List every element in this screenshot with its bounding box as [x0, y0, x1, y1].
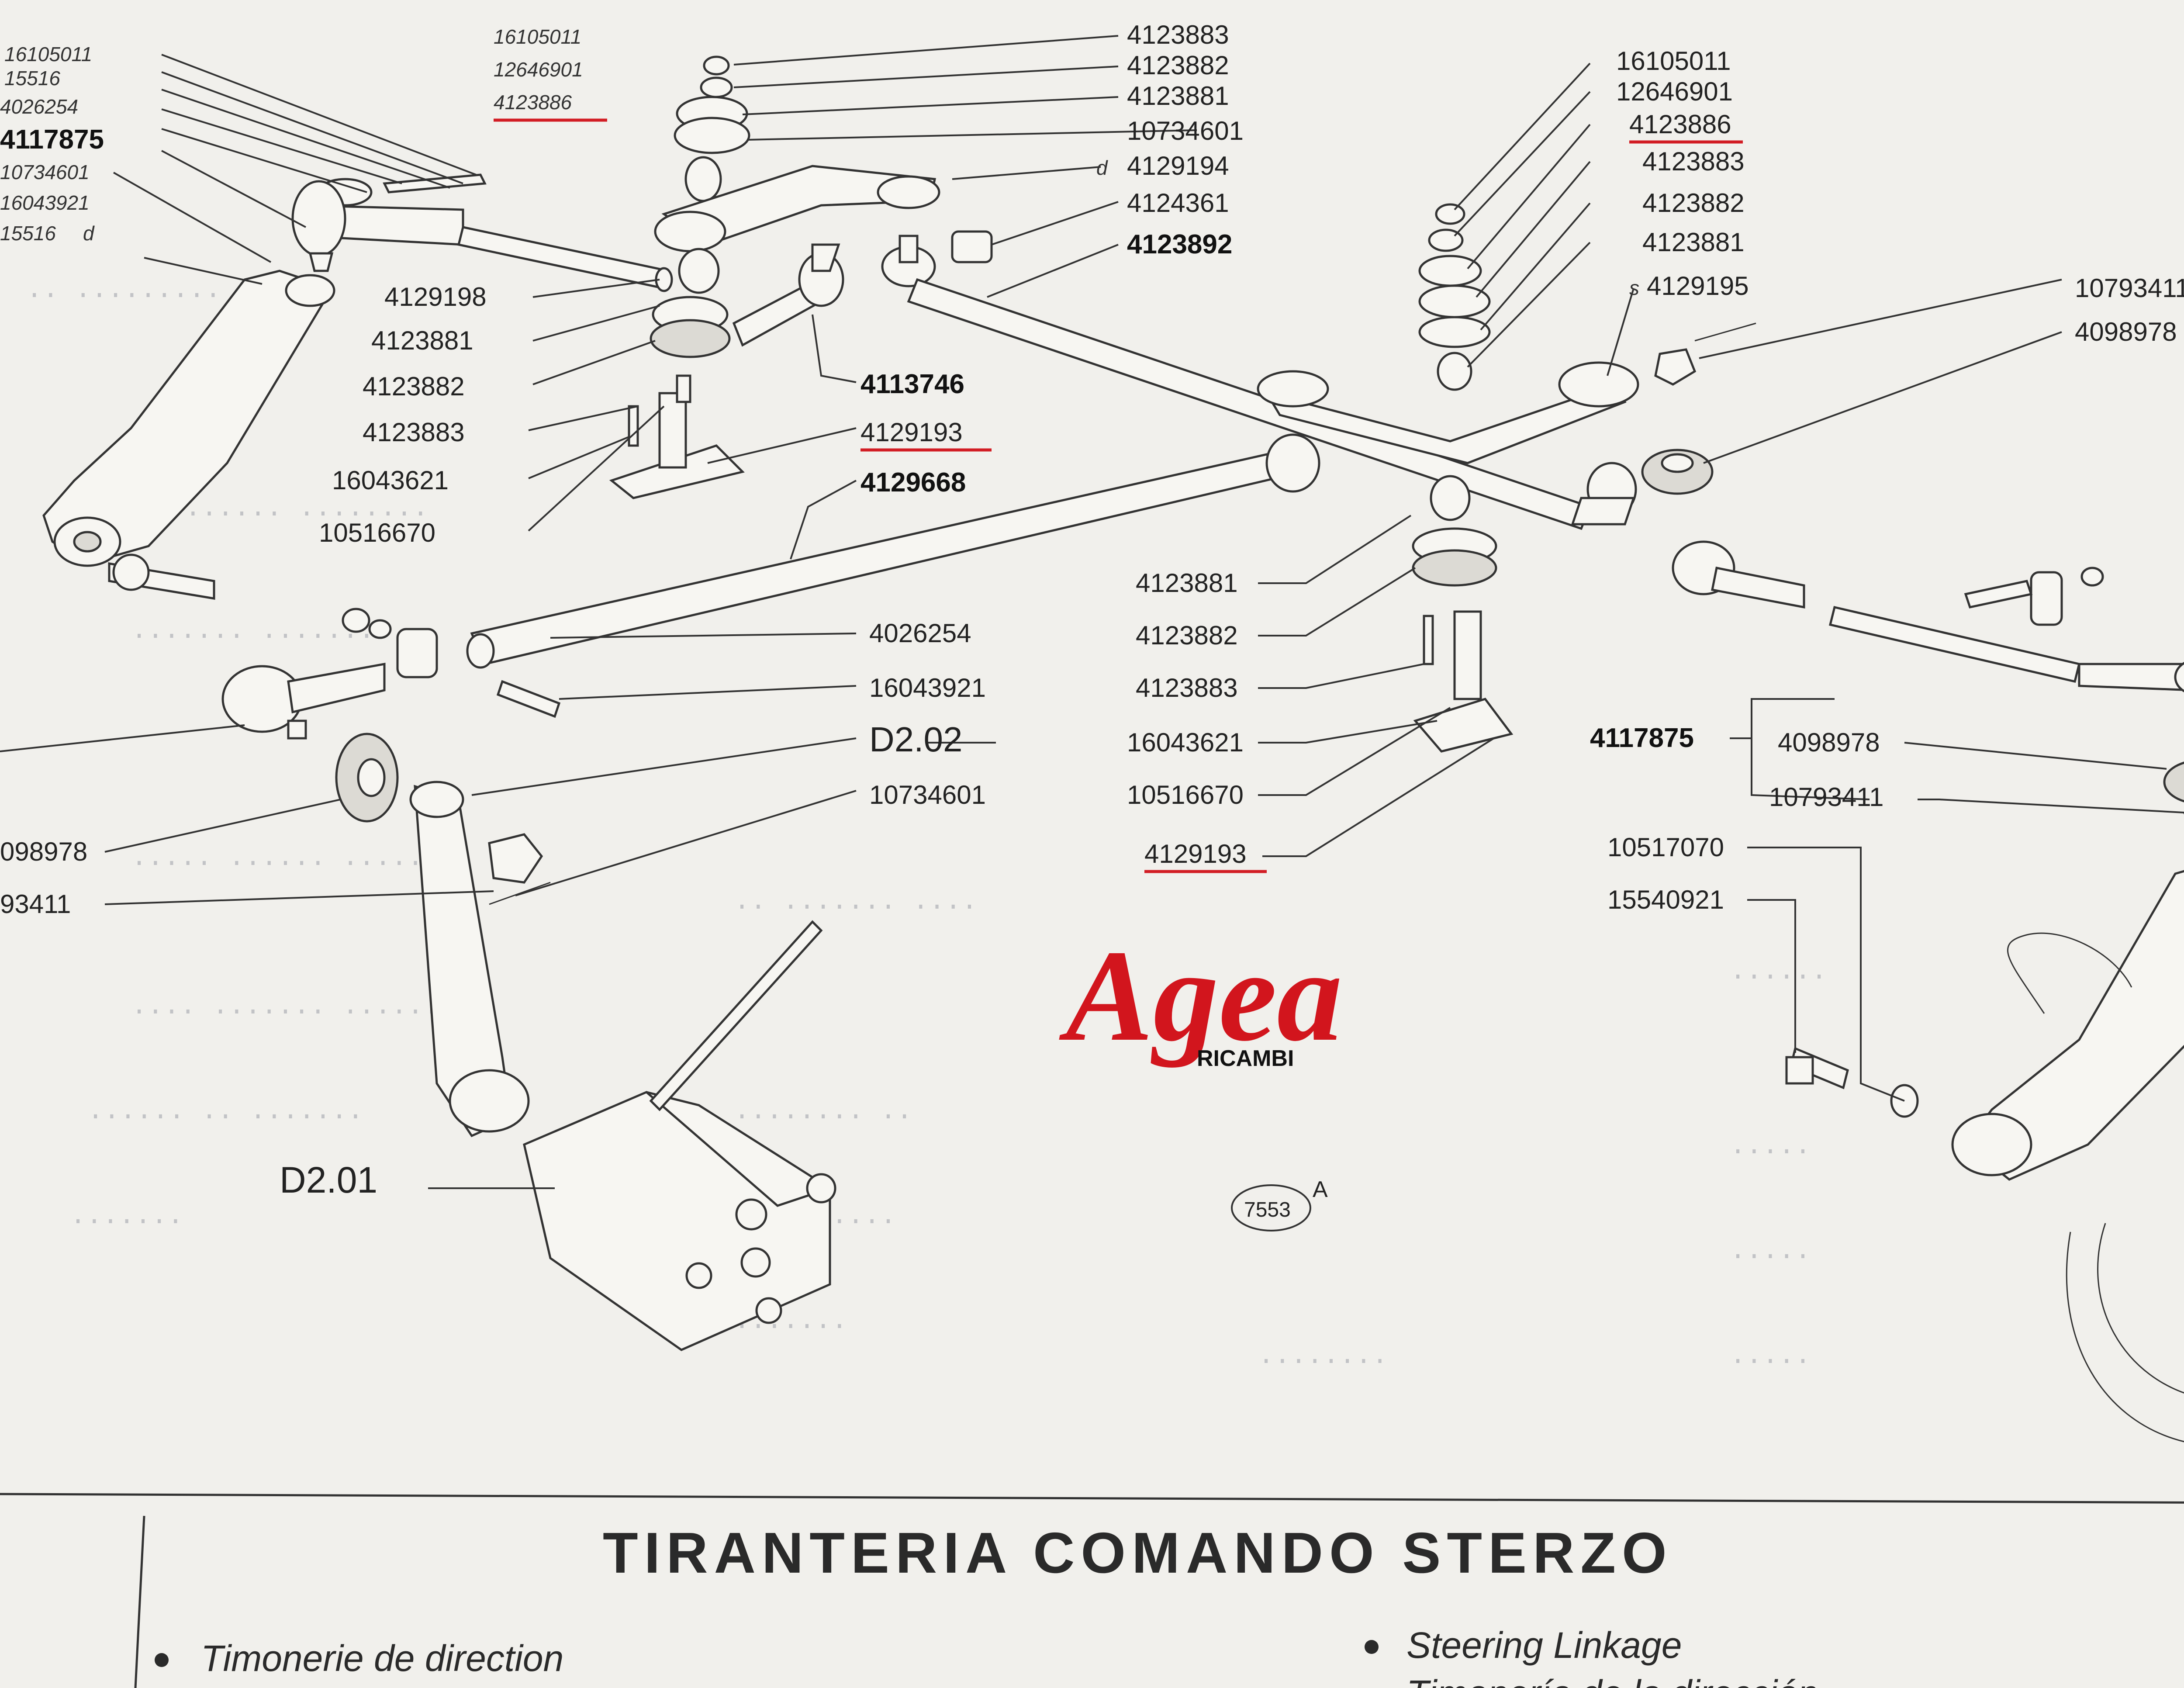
part-number: 10734601: [869, 780, 986, 809]
part-number: 4123882: [1136, 621, 1238, 650]
part-number: 15540921: [1607, 885, 1724, 914]
sub-group-reference: D2.02: [869, 720, 962, 759]
agea-logo: Agea RICAMBI: [1057, 923, 1342, 1071]
logo-word: Agea: [1057, 923, 1342, 1069]
part-number: 10793411: [2075, 273, 2184, 303]
part-number-highlighted: 4129193: [1144, 839, 1247, 868]
svg-text:.... ....... ...... ..: .... ....... ...... ..: [131, 991, 489, 1022]
svg-text:..... ...... .......: ..... ...... .......: [131, 842, 456, 873]
part-number: 4123881: [1127, 81, 1229, 111]
part-number: 098978: [0, 837, 87, 866]
part-number: 4123881: [1136, 568, 1238, 598]
part-number: 4113746: [860, 369, 964, 399]
svg-text:........ ..: ........ ..: [734, 1096, 912, 1127]
part-number: 4129194: [1127, 151, 1229, 180]
part-number: 10516670: [319, 518, 435, 547]
letter-mark: d: [1096, 156, 1108, 179]
part-number: 4124361: [1127, 188, 1229, 218]
show-through-text: .. ......... .... ... ........ ........ …: [26, 274, 1827, 1371]
part-number: 4123882: [1127, 51, 1229, 80]
part-number: 4098978: [2075, 317, 2177, 346]
figure-reference: 7553 A: [1231, 1177, 1328, 1231]
part-number: 4123883: [1136, 673, 1238, 702]
part-number: 10793411: [1769, 782, 1884, 812]
letter-mark: s: [1629, 277, 1639, 299]
part-number: 4123892: [1127, 229, 1232, 259]
part-number: 16043921: [869, 673, 986, 702]
part-number: 4026254: [869, 619, 971, 648]
sub-group-reference: D2.01: [280, 1159, 377, 1200]
part-number: 4123883: [1642, 147, 1745, 176]
part-number-labels: 16105011 15516 16105011 12646901 4123886…: [0, 20, 2184, 1200]
part-number: 15516: [4, 67, 60, 90]
part-number: 4123883: [1127, 20, 1229, 49]
part-number: 10517070: [1607, 833, 1724, 862]
part-number: 15516: [0, 222, 56, 245]
logo-sub: RICAMBI: [1197, 1046, 1294, 1071]
svg-text:...... .. .......: ...... .. .......: [87, 1096, 364, 1127]
caption-spanish: Timonería de la dirección: [1406, 1673, 1818, 1688]
part-number: 16105011: [4, 43, 92, 66]
part-number: 4129195: [1647, 271, 1749, 301]
svg-text:......: ......: [1730, 956, 1827, 987]
part-number: 4123881: [1642, 228, 1745, 257]
part-number: 4117875: [1590, 723, 1694, 753]
part-number: 4123883: [363, 418, 465, 447]
caption-english: Steering Linkage: [1406, 1625, 1682, 1666]
figure-suffix: A: [1313, 1177, 1328, 1202]
part-number: 16105011: [494, 25, 581, 48]
svg-text:.....: .....: [1730, 1235, 1811, 1266]
part-drawings: [42, 55, 2184, 1442]
svg-text:.....: .....: [1730, 1131, 1811, 1162]
caption-french: Timonerie de direction: [201, 1638, 563, 1679]
part-number: 4129668: [860, 467, 966, 498]
part-number: 4026254: [0, 95, 78, 118]
leader-lines: [0, 35, 2184, 1189]
part-number: 16105011: [1616, 46, 1731, 76]
part-number: 10734601: [0, 161, 90, 183]
part-number: 16043621: [332, 466, 449, 495]
part-number: 12646901: [494, 58, 583, 81]
part-number: 10734601: [1127, 116, 1244, 145]
svg-text:.....: .....: [1730, 1340, 1811, 1371]
part-number: 10516670: [1127, 780, 1244, 809]
part-number: 16043921: [0, 191, 90, 214]
caption-title: TIRANTERIA COMANDO STERZO: [603, 1521, 1673, 1585]
part-number: 4117875: [0, 125, 104, 155]
part-number: 4123882: [363, 372, 465, 401]
part-number-highlighted: 4123886: [494, 91, 572, 114]
svg-text:.. ....... ....: .. ....... ....: [734, 886, 978, 917]
part-number-highlighted: 4129193: [860, 418, 963, 447]
svg-text:........: ........: [1258, 1340, 1388, 1371]
part-number: 12646901: [1616, 77, 1733, 106]
part-number: 16043621: [1127, 728, 1244, 757]
part-number-highlighted: 4123886: [1629, 110, 1731, 139]
part-number: 93411: [0, 889, 71, 919]
svg-text:.......: .......: [70, 1200, 183, 1231]
part-number: 4098978: [1778, 728, 1880, 757]
letter-mark: d: [83, 222, 95, 245]
part-number: 4129198: [384, 282, 487, 311]
caption-area: TIRANTERIA COMANDO STERZO Timonerie de d…: [0, 1493, 2184, 1688]
figure-number: 7553: [1244, 1198, 1291, 1221]
part-number: 4123882: [1642, 188, 1745, 218]
part-number: 4123881: [371, 326, 473, 355]
